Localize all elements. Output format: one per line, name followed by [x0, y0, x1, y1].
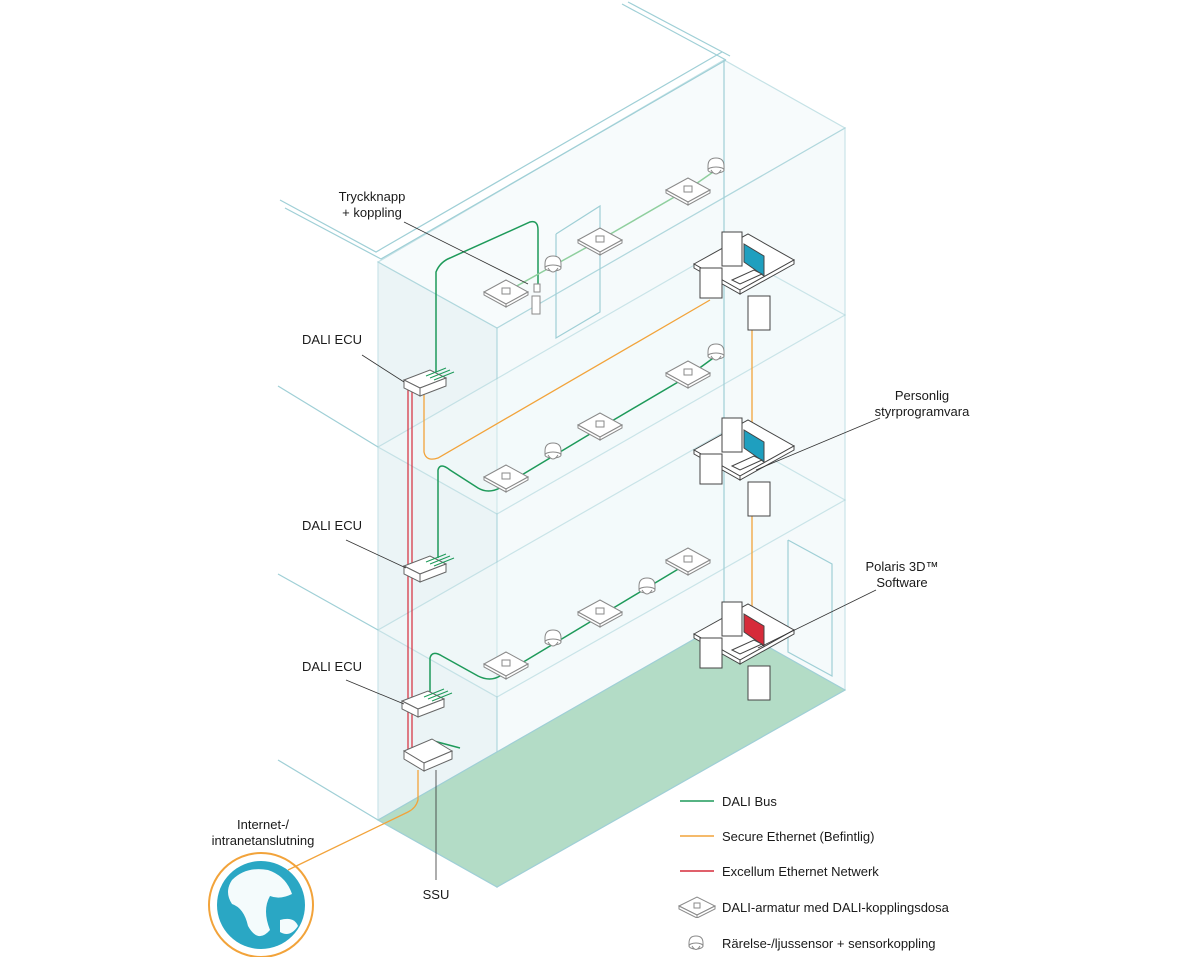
workstation-mid-icon: [692, 417, 796, 517]
label-dali-ecu-top: DALI ECU: [302, 332, 362, 347]
luminaire-icon: [482, 279, 530, 308]
workstations: [692, 231, 796, 701]
ecu-devices: [400, 367, 455, 772]
label-ssu: SSU: [422, 887, 450, 902]
ssu-device-icon: [402, 738, 454, 772]
label-dali-ecu-low: DALI ECU: [302, 659, 362, 674]
label-personal-software: Personlig styrprogramvara: [862, 388, 982, 420]
floor-slab-1: [376, 431, 847, 698]
legend-item-sensor: Rärelse-/ljussensor + sensorkoppling: [676, 932, 936, 954]
workstation-top-icon: [692, 231, 796, 331]
door-bottom: [787, 539, 833, 678]
legend-item-secure-ethernet: Secure Ethernet (Befintlig): [676, 825, 874, 847]
label-polaris-line1: Polaris 3D™: [865, 559, 939, 574]
workstation-polaris-icon: [692, 601, 796, 701]
legend-item-luminaire: DALI-armatur med DALI-kopplingsdosa: [676, 896, 949, 918]
label-polaris-software: Polaris 3D™ Software: [862, 559, 942, 591]
label-dali-ecu-mid: DALI ECU: [302, 518, 362, 533]
sensor-icon: [707, 343, 725, 361]
legend-label-sensor: Rärelse-/ljussensor + sensorkoppling: [722, 935, 936, 951]
floor-slab-2: [376, 247, 847, 515]
legend-line-secure-ethernet: [680, 835, 714, 837]
dali-ecu-low-icon: [400, 688, 453, 718]
luminaire-icon: [576, 599, 624, 628]
luminaire-icon: [576, 227, 624, 256]
label-push-button-line2: + koppling: [342, 205, 402, 220]
legend-label-dali-bus: DALI Bus: [722, 793, 777, 809]
sensor-icon: [707, 157, 725, 175]
legend-item-excellum-ethernet: Excellum Ethernet Netwerk: [676, 860, 879, 882]
sensor-icon: [688, 935, 704, 950]
legend-label-secure-ethernet: Secure Ethernet (Befintlig): [722, 828, 875, 844]
label-personal-software-line2: styrprogramvara: [874, 404, 970, 419]
label-polaris-line2: Software: [876, 575, 928, 590]
globe-icon: [208, 852, 314, 957]
label-push-button: Tryckknapp + koppling: [332, 189, 412, 221]
label-personal-software-line1: Personlig: [894, 388, 950, 403]
ground-floor: [376, 621, 847, 888]
label-push-button-line1: Tryckknapp: [338, 189, 406, 204]
luminaire-icon: [677, 896, 716, 918]
door-top: [555, 204, 601, 340]
sensors: [544, 157, 725, 647]
sensor-icon: [544, 629, 562, 647]
luminaire-icon: [664, 360, 712, 389]
luminaire-icon: [664, 177, 712, 206]
luminaires: [482, 177, 712, 680]
label-internet: Internet-/ intranetanslutning: [198, 817, 328, 849]
luminaire-icon: [664, 547, 712, 576]
luminaire-icon: [482, 464, 530, 493]
legend-line-excellum-ethernet: [680, 870, 714, 872]
sensor-icon: [544, 255, 562, 273]
luminaire-icon: [482, 651, 530, 680]
dali-ecu-top-icon: [402, 367, 455, 397]
dali-ecu-mid-icon: [402, 553, 455, 583]
push-button-icon: [531, 283, 541, 315]
legend-label-luminaire: DALI-armatur med DALI-kopplingsdosa: [722, 899, 949, 915]
legend-item-dali-bus: DALI Bus: [676, 790, 777, 812]
label-internet-line2: intranetanslutning: [211, 833, 315, 848]
sensor-icon: [638, 577, 656, 595]
sensor-icon: [544, 442, 562, 460]
legend-label-excellum-ethernet: Excellum Ethernet Netwerk: [722, 863, 879, 879]
luminaire-icon: [576, 412, 624, 441]
label-internet-line1: Internet-/: [236, 817, 290, 832]
legend-line-dali-bus: [680, 800, 714, 802]
leader-lines: [345, 221, 881, 880]
